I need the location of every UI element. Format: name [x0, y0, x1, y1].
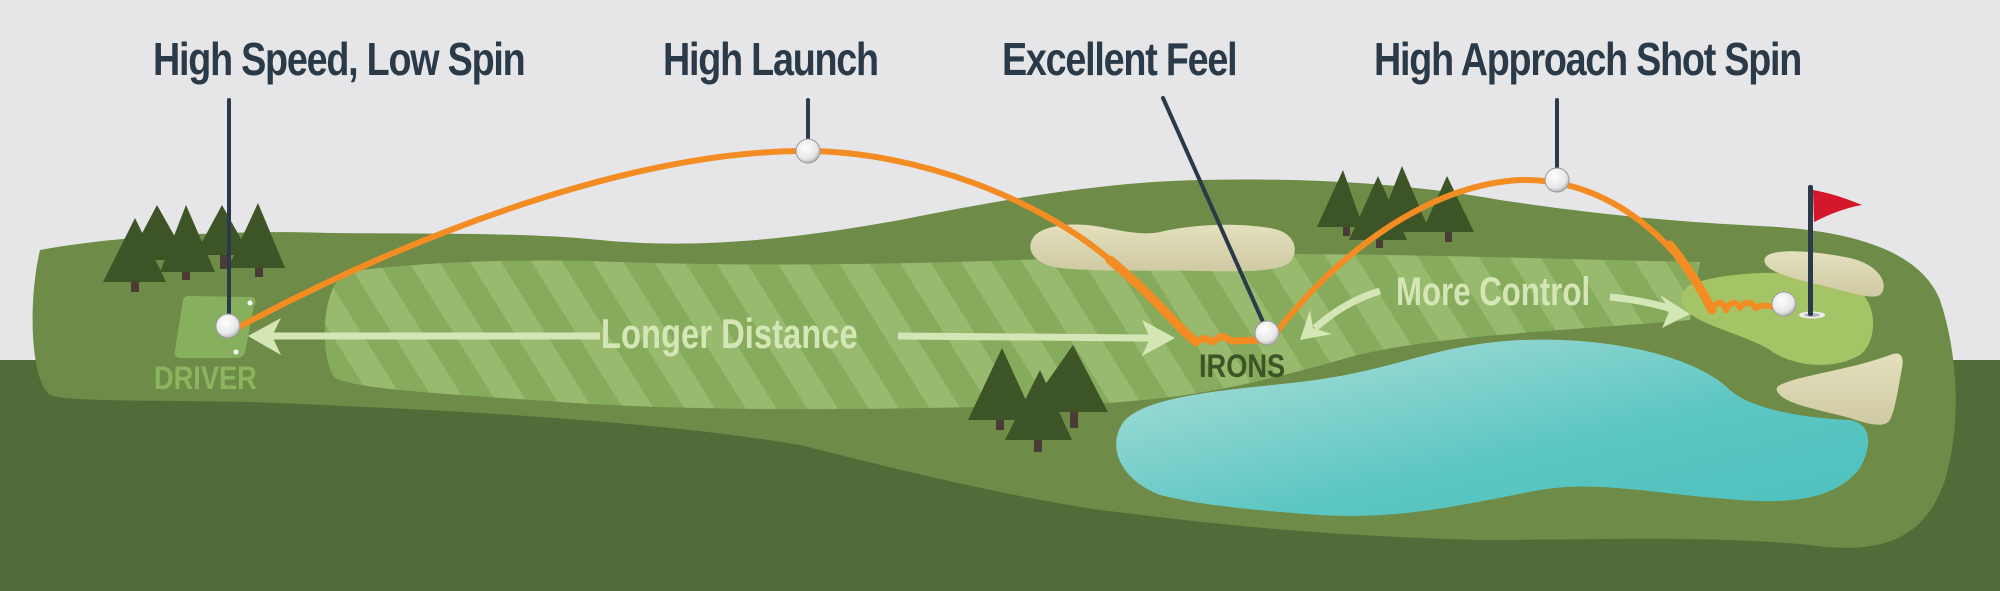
longer-distance-arrow [248, 318, 1175, 356]
ball-trajectory [232, 147, 1778, 347]
more-control-arrow [1300, 287, 1690, 340]
ball-green [1771, 291, 1797, 317]
label-longer-distance: Longer Distance [601, 310, 858, 357]
callout-high-approach-shot-spin: High Approach Shot Spin [1374, 33, 1802, 85]
red-flag [1813, 190, 1862, 222]
callout-high-launch: High Launch [663, 33, 879, 85]
trees-center [968, 345, 1108, 452]
label-irons: IRONS [1199, 348, 1286, 384]
ball-apex-2 [1544, 167, 1570, 193]
sand-trap-green-right [1776, 353, 1903, 425]
trees-left [103, 203, 285, 292]
golf-balls [215, 138, 1797, 346]
flagstick [1799, 185, 1862, 319]
callout-high-speed-low-spin: High Speed, Low Spin [153, 33, 526, 85]
sand-trap-green-back [1764, 251, 1884, 297]
ball-driver [215, 313, 241, 339]
label-driver: DRIVER [154, 360, 257, 396]
label-more-control: More Control [1396, 270, 1591, 314]
callout-excellent-feel: Excellent Feel [1002, 33, 1238, 85]
ball-apex-1 [795, 138, 821, 164]
water-hazard [1116, 339, 1869, 516]
putting-green [1681, 272, 1874, 365]
callout-lines [227, 96, 1559, 324]
sand-trap-center [1030, 224, 1295, 272]
ball-irons [1254, 320, 1280, 346]
tee-box [174, 296, 256, 358]
